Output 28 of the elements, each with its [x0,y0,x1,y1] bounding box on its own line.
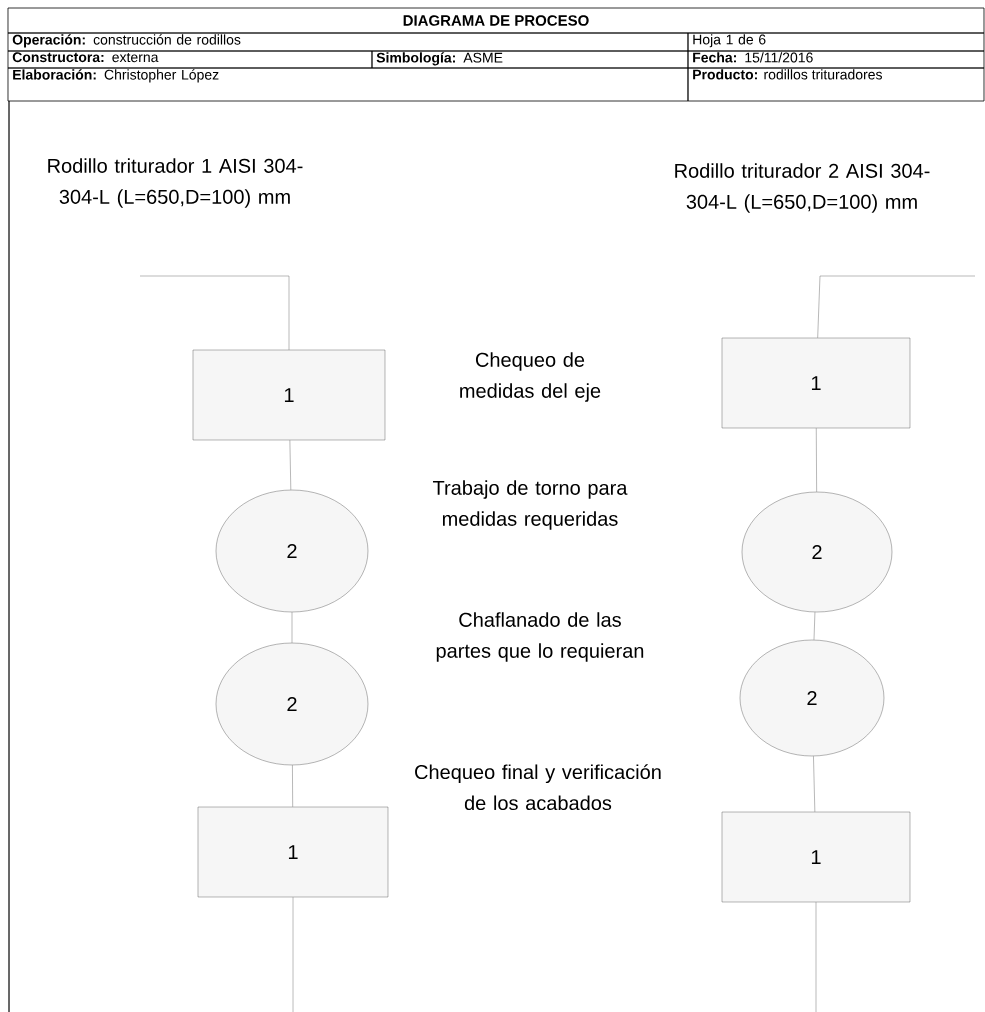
connector-line [816,428,817,492]
step-description: Chaflanado de las partes que lo requieran [436,612,644,662]
inspection-box: 1 [721,811,911,903]
table-cell: Hoja 1 de 6 [687,32,985,52]
table-cell: Operación: construcción de rodillos [7,32,689,52]
table-cell: Elaboración: Christopher López [7,67,689,102]
connector-line [813,611,816,641]
inspection-box: 1 [197,806,389,898]
step-description: Chequeo de medidas del eje [460,352,601,402]
connector-line [292,765,293,807]
table-cell: Producto: rodillos trituradores [687,67,985,102]
column-heading: Rodillo triturador 2 AISI 304-304-L (L=650,D=100) mm [675,163,930,213]
table-cell: Simbología: ASME [371,50,689,69]
connector-line [292,897,294,1012]
title-cell: DIAGRAMA DE PROCESO [7,7,985,34]
table-cell: Constructora: externa [7,50,373,69]
connector-line [817,275,976,338]
inspection-box: 1 [721,337,911,429]
connector-line [139,275,290,350]
connector-line [813,756,816,812]
table-cell: Fecha: 15/11/2016 [687,50,985,69]
connector-line [289,440,291,490]
column-heading: Rodillo triturador 1 AISI 304-304-L (L=650,D=100) mm [48,158,303,208]
step-description: Trabajo de torno para medidas requeridas [433,480,628,530]
step-description: Chequeo final y verificación de los acabados [415,764,661,811]
inspection-box: 1 [192,349,386,441]
connector-line [291,612,293,643]
connector-line [815,902,817,1012]
